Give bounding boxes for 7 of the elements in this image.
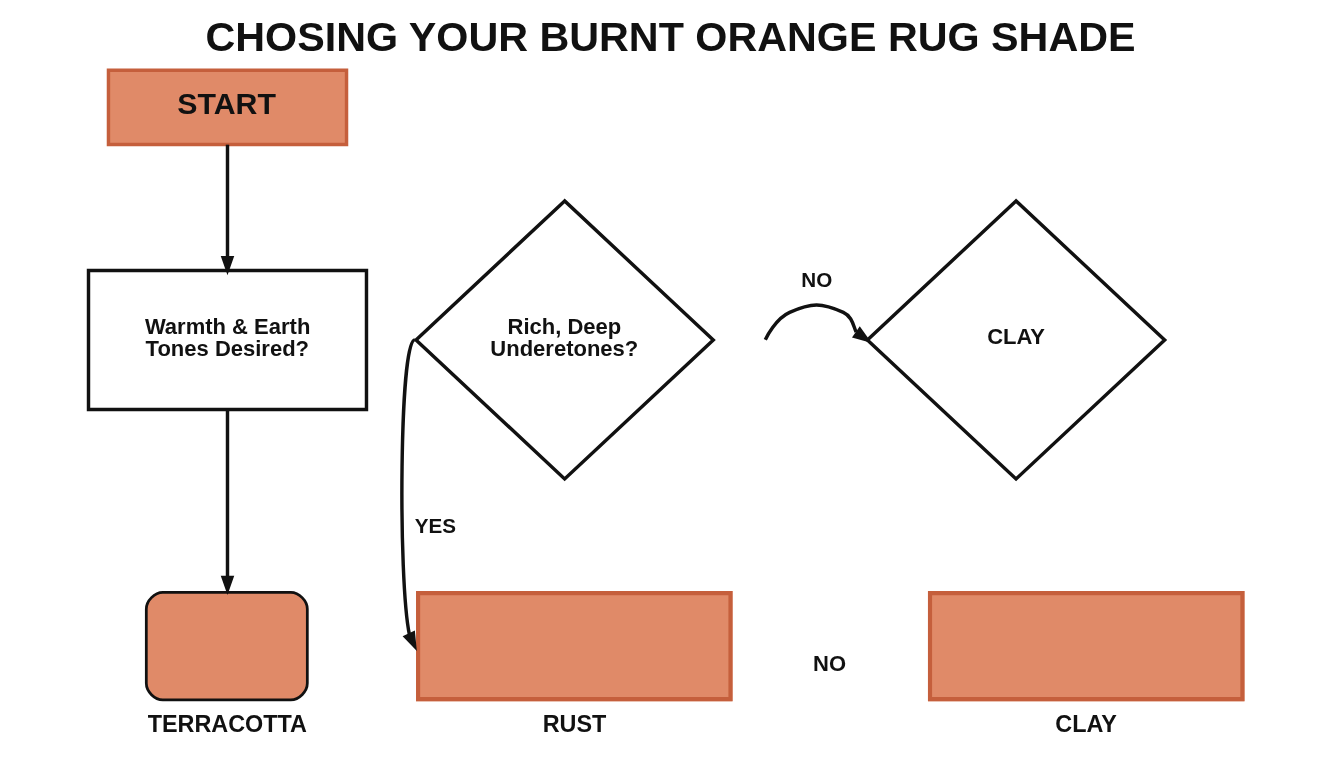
node-label: TERRACOTTA: [147, 711, 307, 738]
edge-label: YES: [414, 514, 456, 538]
diagram-title: CHOSING YOUR BURNT ORANGE RUG SHADE: [205, 13, 1136, 60]
node-label: CLAY: [1055, 711, 1117, 738]
label: NO: [813, 650, 847, 676]
node-label: RUST: [542, 711, 607, 738]
edge-label: NO: [801, 267, 833, 291]
